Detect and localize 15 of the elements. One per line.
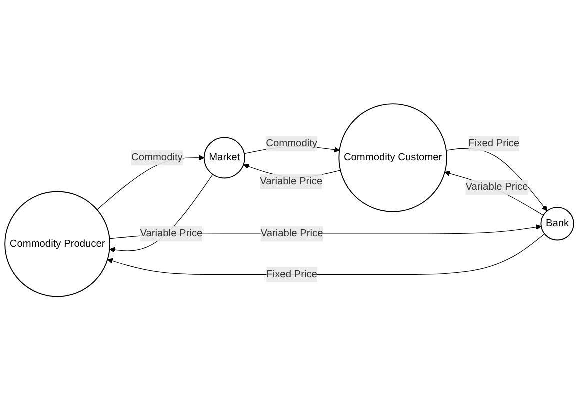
node-circle: Commodity Customer bbox=[338, 103, 448, 212]
edge-label: Commodity bbox=[132, 152, 183, 163]
edge-label: Variable Price bbox=[260, 228, 324, 239]
node-circle: Market bbox=[204, 136, 246, 178]
node-circle: Commodity Producer bbox=[4, 190, 111, 297]
edge-label: Fixed Price bbox=[468, 138, 520, 149]
arrow bbox=[110, 174, 214, 252]
edge-label: Variable Price bbox=[466, 181, 528, 192]
arrow bbox=[446, 148, 548, 211]
edge-label: Commodity bbox=[266, 138, 318, 149]
edge-label: Fixed Price bbox=[266, 268, 318, 280]
arrow bbox=[444, 170, 544, 216]
edge-label: Variable Price bbox=[140, 228, 203, 239]
node-circle: Bank bbox=[540, 206, 574, 240]
edge-label: Variable Price bbox=[260, 176, 323, 187]
